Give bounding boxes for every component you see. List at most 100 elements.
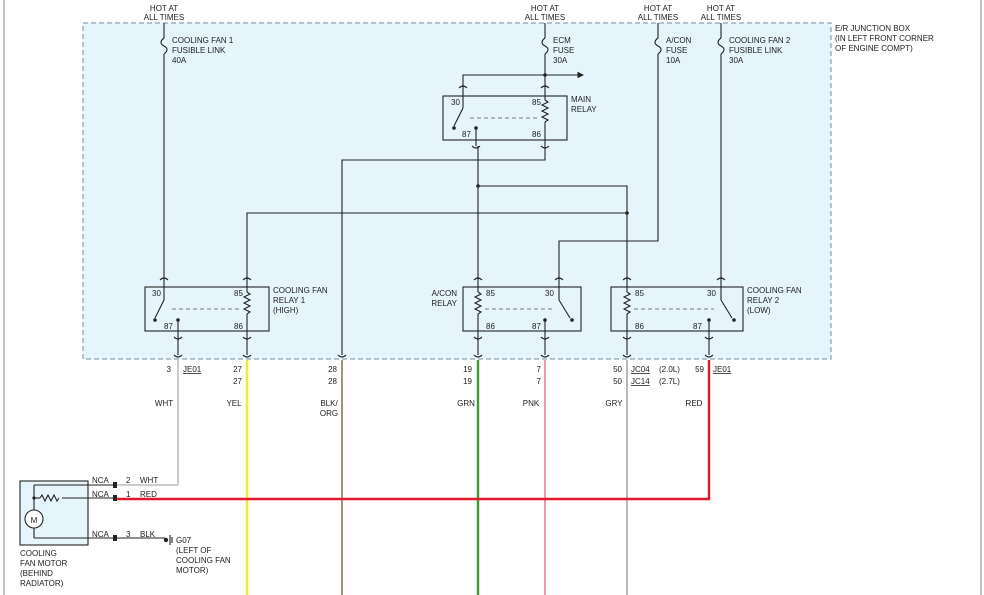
fuse-cooling-fan-1: COOLING FAN 1 FUSIBLE LINK 40A: [160, 23, 234, 280]
fuse-cooling-fan-2: COOLING FAN 2 FUSIBLE LINK 30A: [717, 23, 791, 280]
svg-text:ECM: ECM: [553, 36, 571, 45]
cooling-fan-relay-1: 30 85 87 86 COOLING FAN RELAY 1 (HIGH): [144, 277, 328, 358]
svg-text:COOLING FAN 1: COOLING FAN 1: [172, 36, 234, 45]
svg-text:19: 19: [463, 365, 472, 374]
terminal-pnk: 7 7 PNK: [523, 365, 542, 408]
svg-text:86: 86: [486, 322, 495, 331]
svg-text:COOLING: COOLING: [20, 549, 57, 558]
wire-red: [113, 360, 711, 501]
svg-text:87: 87: [462, 130, 471, 139]
svg-text:RELAY: RELAY: [431, 299, 457, 308]
svg-text:RELAY 1: RELAY 1: [273, 296, 306, 305]
main-relay: 30 85 87 86 MAIN RELAY: [442, 85, 597, 149]
svg-text:JE01: JE01: [183, 365, 202, 374]
svg-text:7: 7: [537, 377, 542, 386]
svg-text:OF ENGINE COMPT): OF ENGINE COMPT): [835, 44, 913, 53]
svg-text:3: 3: [126, 530, 131, 539]
svg-text:A/CON: A/CON: [432, 289, 458, 298]
svg-text:85: 85: [234, 289, 243, 298]
svg-text:(BEHIND: (BEHIND: [20, 569, 53, 578]
svg-text:(2.0L): (2.0L): [659, 365, 680, 374]
svg-text:RED: RED: [686, 399, 703, 408]
connector-blkorg: [337, 354, 347, 358]
svg-text:85: 85: [532, 98, 541, 107]
ground-g07: G07 (LEFT OF COOLING FAN MOTOR): [117, 535, 231, 575]
svg-text:50: 50: [613, 377, 622, 386]
svg-text:1: 1: [126, 490, 131, 499]
terminal-blk-org: 28 28 BLK/ ORG: [320, 365, 339, 418]
svg-text:FAN MOTOR: FAN MOTOR: [20, 559, 68, 568]
svg-text:COOLING FAN: COOLING FAN: [176, 556, 231, 565]
svg-text:HOT AT: HOT AT: [644, 4, 672, 13]
svg-text:MOTOR): MOTOR): [176, 566, 209, 575]
terminal-grn: 19 19 GRN: [457, 365, 475, 408]
svg-text:GRY: GRY: [605, 399, 623, 408]
svg-text:19: 19: [463, 377, 472, 386]
svg-text:28: 28: [328, 377, 337, 386]
svg-text:ORG: ORG: [320, 409, 338, 418]
hot-label-fan2: HOT AT ALL TIMES: [701, 4, 741, 22]
svg-text:JE01: JE01: [713, 365, 732, 374]
svg-text:30: 30: [152, 289, 161, 298]
svg-text:FUSIBLE LINK: FUSIBLE LINK: [729, 46, 783, 55]
svg-text:NCA: NCA: [92, 490, 110, 499]
svg-text:30: 30: [545, 289, 554, 298]
junction-box: [82, 22, 832, 360]
svg-text:85: 85: [486, 289, 495, 298]
svg-text:2: 2: [126, 476, 131, 485]
svg-text:FUSE: FUSE: [553, 46, 574, 55]
svg-text:COOLING FAN 2: COOLING FAN 2: [729, 36, 791, 45]
svg-text:RED: RED: [140, 490, 157, 499]
wire-main-87: [246, 146, 629, 280]
terminal-gry: 50 50 JC04 JC14 (2.0L) (2.7L) GRY: [605, 365, 680, 408]
svg-text:FUSE: FUSE: [666, 46, 687, 55]
svg-text:50: 50: [613, 365, 622, 374]
svg-text:WHT: WHT: [155, 399, 173, 408]
svg-text:HOT AT: HOT AT: [150, 4, 178, 13]
svg-text:ALL TIMES: ALL TIMES: [525, 13, 565, 22]
svg-text:59: 59: [695, 365, 704, 374]
svg-text:ALL TIMES: ALL TIMES: [701, 13, 741, 22]
svg-text:ALL TIMES: ALL TIMES: [638, 13, 678, 22]
svg-text:30: 30: [451, 98, 460, 107]
svg-text:RADIATOR): RADIATOR): [20, 579, 64, 588]
svg-text:87: 87: [693, 322, 702, 331]
svg-text:COOLING FAN: COOLING FAN: [747, 286, 802, 295]
svg-text:HOT AT: HOT AT: [707, 4, 735, 13]
svg-text:BLK: BLK: [140, 530, 156, 539]
hot-label-acon: HOT AT ALL TIMES: [638, 4, 678, 22]
terminal-wht: 3 JE01 WHT: [155, 365, 202, 408]
svg-text:86: 86: [234, 322, 243, 331]
svg-text:(HIGH): (HIGH): [273, 306, 299, 315]
svg-text:27: 27: [233, 377, 242, 386]
svg-text:(LOW): (LOW): [747, 306, 771, 315]
svg-text:GRN: GRN: [457, 399, 475, 408]
svg-text:BLK/: BLK/: [320, 399, 338, 408]
junction-box-title: E/R JUNCTION BOX (IN LEFT FRONT CORNER O…: [835, 24, 934, 53]
svg-text:PNK: PNK: [523, 399, 540, 408]
svg-text:(LEFT OF: (LEFT OF: [176, 546, 212, 555]
motor-connector-rows: NCA 2 WHT NCA 1 RED NCA 3 BLK: [92, 476, 158, 539]
svg-text:27: 27: [233, 365, 242, 374]
fuse-ecm: ECM FUSE 30A: [541, 23, 574, 88]
svg-text:10A: 10A: [666, 56, 681, 65]
cooling-fan-relay-2: 85 30 86 87 COOLING FAN RELAY 2 (LOW): [610, 277, 802, 358]
svg-text:JC04: JC04: [631, 365, 650, 374]
ecm-branch: [462, 71, 585, 88]
fuse-acon: A/CON FUSE 10A: [558, 23, 692, 280]
acon-relay: 85 30 86 87 A/CON RELAY: [431, 277, 582, 358]
svg-text:86: 86: [532, 130, 541, 139]
svg-text:E/R JUNCTION BOX: E/R JUNCTION BOX: [835, 24, 911, 33]
svg-text:87: 87: [164, 322, 173, 331]
cooling-fan-motor: M COOLING FAN MOTOR (BEHIND RADIATOR): [19, 480, 117, 588]
svg-text:JC14: JC14: [631, 377, 650, 386]
svg-text:28: 28: [328, 365, 337, 374]
svg-text:3: 3: [167, 365, 172, 374]
svg-text:86: 86: [635, 322, 644, 331]
svg-text:WHT: WHT: [140, 476, 158, 485]
svg-text:7: 7: [537, 365, 542, 374]
svg-text:FUSIBLE LINK: FUSIBLE LINK: [172, 46, 226, 55]
terminal-yel: 27 27 YEL: [226, 365, 242, 408]
svg-text:87: 87: [532, 322, 541, 331]
